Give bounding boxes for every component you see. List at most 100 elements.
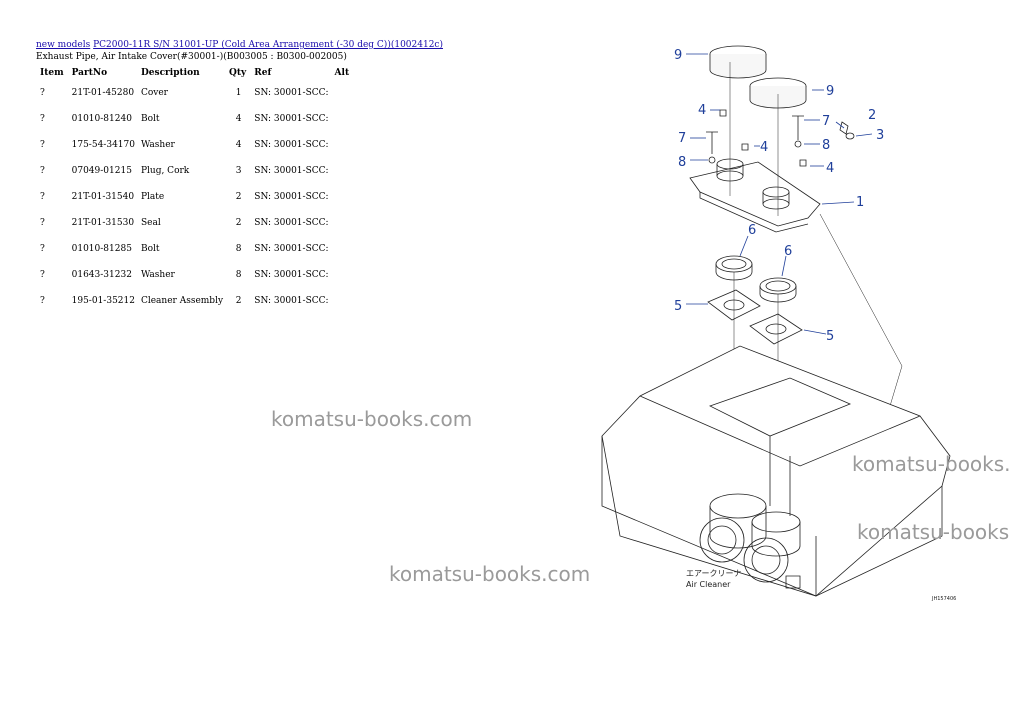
callout-4: 4 [826, 161, 834, 176]
cell-ref: SN: 30001-SCC: [254, 192, 329, 202]
cell-description: Plate [140, 192, 165, 202]
parts-table: Item PartNo Description Qty Ref Alt ? 21… [36, 66, 353, 314]
table-row: ? 01643-31232 Washer 8 SN: 30001-SCC: [36, 262, 353, 288]
cell-qty: 2 [235, 192, 242, 202]
table-row: ? 21T-01-45280 Cover 1 SN: 30001-SCC: [36, 80, 353, 106]
cell-alt [331, 262, 354, 288]
callout-6: 6 [748, 223, 756, 238]
watermark: komatsu-books. [852, 452, 1011, 476]
cell-qty: 4 [235, 114, 242, 124]
cell-partno: 175-54-34170 [71, 140, 135, 150]
cell-alt [331, 288, 354, 314]
callout-9: 9 [674, 48, 682, 63]
cell-partno: 01643-31232 [71, 270, 132, 280]
breadcrumb: new models PC2000-11R S/N 31001-UP (Cold… [36, 40, 443, 51]
cell-partno: 01010-81240 [71, 114, 132, 124]
cell-partno: 21T-01-31530 [71, 218, 135, 228]
table-row: ? 07049-01215 Plug, Cork 3 SN: 30001-SCC… [36, 158, 353, 184]
cell-item: ? [40, 192, 45, 202]
header-ref: Ref [254, 68, 272, 78]
cell-item: ? [40, 88, 45, 98]
breadcrumb-link-model[interactable]: PC2000-11R S/N 31001-UP (Cold Area Arran… [93, 40, 443, 50]
cell-ref: SN: 30001-SCC: [254, 244, 329, 254]
callout-5: 5 [826, 329, 834, 344]
watermark: komatsu-books.com [389, 562, 591, 586]
cell-description: Washer [140, 270, 175, 280]
table-row: ? 01010-81240 Bolt 4 SN: 30001-SCC: [36, 106, 353, 132]
callout-7: 7 [678, 131, 686, 146]
cell-ref: SN: 30001-SCC: [254, 140, 329, 150]
cell-description: Cleaner Assembly [140, 296, 224, 306]
cell-item: ? [40, 166, 45, 176]
cell-item: ? [40, 140, 45, 150]
callout-8: 8 [678, 155, 686, 170]
callout-9: 9 [826, 84, 834, 99]
table-row: ? 195-01-35212 Cleaner Assembly 2 SN: 30… [36, 288, 353, 314]
cell-alt [331, 184, 354, 210]
cell-alt [331, 236, 354, 262]
cell-ref: SN: 30001-SCC: [254, 270, 329, 280]
table-row: ? 01010-81285 Bolt 8 SN: 30001-SCC: [36, 236, 353, 262]
cell-ref: SN: 30001-SCC: [254, 218, 329, 228]
cell-alt [331, 158, 354, 184]
cell-qty: 2 [235, 218, 242, 228]
callout-6: 6 [784, 244, 792, 259]
cell-qty: 8 [235, 270, 242, 280]
cell-partno: 21T-01-45280 [71, 88, 135, 98]
cell-qty: 4 [235, 140, 242, 150]
table-row: ? 21T-01-31540 Plate 2 SN: 30001-SCC: [36, 184, 353, 210]
cell-qty: 1 [235, 88, 242, 98]
table-header-row: Item PartNo Description Qty Ref Alt [36, 66, 353, 80]
cell-partno: 195-01-35212 [71, 296, 135, 306]
cell-partno: 01010-81285 [71, 244, 132, 254]
cell-description: Bolt [140, 114, 160, 124]
callout-4: 4 [760, 140, 768, 155]
cell-description: Seal [140, 218, 161, 228]
cell-qty: 3 [235, 166, 242, 176]
header-alt: Alt [334, 68, 350, 78]
cell-alt [331, 210, 354, 236]
cell-item: ? [40, 218, 45, 228]
parts-diagram: 9 9 4 4 4 7 7 8 8 2 3 1 6 6 5 5 エアークリーナ … [601, 45, 956, 602]
cell-ref: SN: 30001-SCC: [254, 296, 329, 306]
cell-ref: SN: 30001-SCC: [254, 114, 329, 124]
cell-description: Washer [140, 140, 175, 150]
cell-qty: 8 [235, 244, 242, 254]
table-row: ? 21T-01-31530 Seal 2 SN: 30001-SCC: [36, 210, 353, 236]
header-description: Description [140, 68, 200, 78]
callout-1: 1 [856, 195, 864, 210]
drawing-code: JH157406 [931, 596, 956, 602]
table-row: ? 175-54-34170 Washer 4 SN: 30001-SCC: [36, 132, 353, 158]
cell-description: Cover [140, 88, 168, 98]
cell-item: ? [40, 296, 45, 306]
cell-item: ? [40, 244, 45, 254]
air-cleaner-label-en: Air Cleaner [686, 580, 731, 589]
cell-item: ? [40, 114, 45, 124]
cell-alt [331, 106, 354, 132]
cell-alt [331, 80, 354, 106]
header-item: Item [40, 68, 64, 78]
cell-item: ? [40, 270, 45, 280]
callout-numbers: 9 9 4 4 4 7 7 8 8 2 3 1 6 6 5 5 [674, 48, 884, 344]
callout-2: 2 [868, 108, 876, 123]
callout-3: 3 [876, 128, 884, 143]
breadcrumb-link-new-models[interactable]: new models [36, 40, 91, 50]
air-cleaner-label-jp: エアークリーナ [686, 569, 742, 578]
cell-ref: SN: 30001-SCC: [254, 166, 329, 176]
cell-description: Plug, Cork [140, 166, 190, 176]
header-qty: Qty [229, 68, 247, 78]
callout-5: 5 [674, 299, 682, 314]
callout-leaders [686, 53, 873, 335]
cell-partno: 07049-01215 [71, 166, 132, 176]
cell-qty: 2 [235, 296, 242, 306]
cell-partno: 21T-01-31540 [71, 192, 135, 202]
diagram-linework [601, 45, 951, 597]
callout-7: 7 [822, 114, 830, 129]
watermark: komatsu-books [857, 520, 1010, 544]
header-partno: PartNo [71, 68, 108, 78]
watermark: komatsu-books.com [271, 407, 473, 431]
callout-4: 4 [698, 103, 706, 118]
cell-ref: SN: 30001-SCC: [254, 88, 329, 98]
page-subtitle: Exhaust Pipe, Air Intake Cover(#30001-)(… [36, 52, 347, 62]
callout-8: 8 [822, 138, 830, 153]
